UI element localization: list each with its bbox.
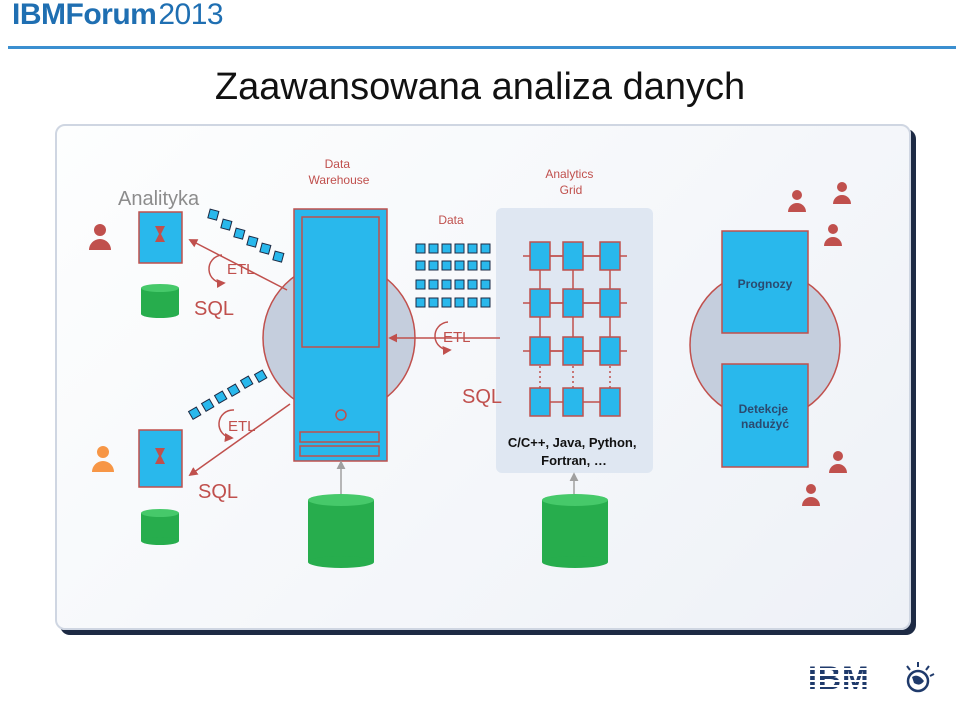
grid-label-line-1: Analytics <box>545 167 593 181</box>
header-brand-logo: IBMForum2013 <box>12 0 224 32</box>
fraud-label: Detekcje nadużyć <box>739 402 792 431</box>
smarter-planet-icon <box>906 662 935 693</box>
etl-label-top: ETL <box>227 261 255 278</box>
data-warehouse-server <box>293 208 388 462</box>
fraud-label-line-2: nadużyć <box>741 417 789 431</box>
header-year: 2013 <box>158 0 224 31</box>
database-icon <box>141 284 179 318</box>
header-brand: IBMForum <box>12 0 157 31</box>
data-blocks <box>415 243 491 308</box>
sql-label-bottom: SQL <box>198 481 238 503</box>
etl-cycle-middle <box>434 321 452 355</box>
grid-database-icon <box>542 494 608 568</box>
etl-cycle-bottom <box>218 409 235 442</box>
grid-nodes <box>529 241 621 417</box>
data-packets-bottom <box>187 369 268 421</box>
hourglass-icon <box>155 226 165 242</box>
sql-label-middle: SQL <box>462 386 502 408</box>
person-icon <box>802 484 820 506</box>
warehouse-label-line-2: Warehouse <box>309 173 370 187</box>
database-icon <box>141 509 179 545</box>
grid-label-line-2: Grid <box>560 183 583 197</box>
person-icon <box>89 224 111 250</box>
ibm-footer-logo: IBM <box>808 660 935 696</box>
etl-arrow-top <box>188 239 288 291</box>
person-icon <box>833 182 851 204</box>
languages-label-line-1: C/C++, Java, Python, <box>508 435 637 450</box>
fraud-detection-box <box>721 363 809 468</box>
languages-label: C/C++, Java, Python, Fortran, … <box>508 435 640 468</box>
fraud-label-line-1: Detekcje <box>739 402 789 416</box>
forecast-box <box>721 230 809 334</box>
data-label: Data <box>438 213 464 227</box>
grid-label: Analytics Grid <box>545 167 596 197</box>
warehouse-label: Data Warehouse <box>309 157 370 187</box>
analytics-label: Analityka <box>118 188 200 210</box>
warehouse-label-line-1: Data <box>325 157 351 171</box>
etl-cycle-top <box>208 254 226 288</box>
sql-label-top: SQL <box>194 298 234 320</box>
header-divider <box>8 46 956 49</box>
ibm-logo-text: IBM <box>808 660 870 696</box>
slide-title: Zaawansowana analiza danych <box>214 66 746 108</box>
data-packets-top <box>207 208 285 263</box>
etl-label-bottom: ETL <box>228 418 256 435</box>
person-icon <box>92 446 114 472</box>
person-icon <box>824 224 842 246</box>
languages-label-line-2: Fortran, … <box>541 453 607 468</box>
forecast-label: Prognozy <box>738 277 793 291</box>
warehouse-database-icon <box>308 494 374 568</box>
hourglass-icon <box>155 448 165 464</box>
etl-arrow-bottom <box>188 403 291 477</box>
etl-label-middle: ETL <box>443 329 471 346</box>
person-icon <box>829 451 847 473</box>
person-icon <box>788 190 806 212</box>
